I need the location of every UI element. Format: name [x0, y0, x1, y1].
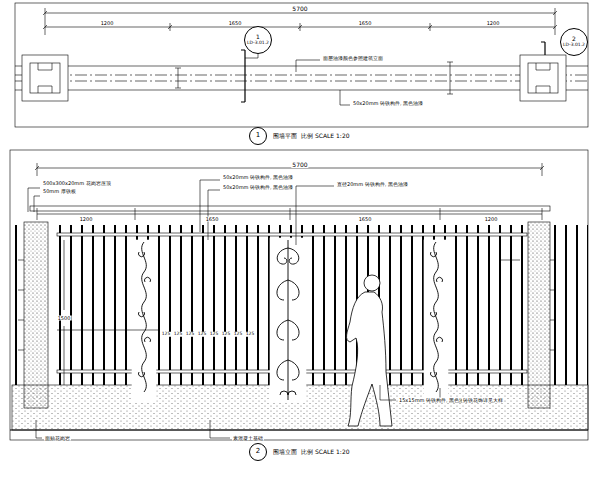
plan-view [15, 3, 588, 127]
callout-circle: 1LD-3.01.2 [244, 26, 272, 54]
drawing-label: 125 [197, 332, 208, 337]
drawing-label: 5700 [291, 162, 308, 168]
drawing-label: 1500 [57, 316, 72, 321]
drawing-label: 125 [185, 332, 196, 337]
drawing-label: 125 [161, 332, 172, 337]
drawing-label: 125 [173, 332, 184, 337]
drawing-label: 50x20mm 铸铁构件, 黑色油漆 [352, 101, 424, 106]
drawing-label: 素混凝土基础 [232, 436, 264, 441]
drawing-label: 500x300x20mm 花岗岩压顶 [42, 181, 112, 186]
drawing-label: 面层油漆颜色参照建筑立面 [322, 56, 384, 61]
drawing-label: 直径20mm 铸铁构件, 黑色油漆 [336, 182, 409, 187]
drawing-label: 125 [245, 332, 256, 337]
drawing-label: 50mm 厚铁板 [42, 189, 77, 194]
callout-text: 2 [256, 448, 260, 455]
drawing-label: 1650 [358, 217, 373, 222]
drawing-label: 125 [221, 332, 232, 337]
callout-circle: 2LD-3.01.2 [560, 28, 588, 56]
drawing-label: 50x20mm 铸铁构件, 黑色油漆 [222, 175, 294, 180]
human-figure [347, 275, 392, 426]
callout-text: 1 [256, 132, 260, 139]
drawing-label: 1200 [100, 21, 115, 26]
drawing-label: 15x15mm 铸铁构件, 黑色油漆 [398, 398, 470, 403]
drawing-label: 围墙立面 [272, 449, 298, 455]
drawing-label: 铸铁花饰详见大样 [462, 398, 504, 403]
callout-circle: 2 [249, 443, 267, 461]
callout-text: LD-3.01.2 [563, 43, 585, 48]
drawing-label: 1200 [484, 217, 499, 222]
drawing-label: 比例 SCALE 1:20 [300, 133, 351, 139]
drawing-label: 1650 [205, 217, 220, 222]
drawing-label: 50x20mm 铸铁构件, 黑色油漆 [222, 185, 294, 190]
drawing-label: 1650 [358, 21, 373, 26]
drawing-label: 1200 [79, 217, 94, 222]
drawing-label: 125 [233, 332, 244, 337]
drawing-label: 5700 [291, 6, 308, 12]
callout-text: LD-3.01.2 [247, 41, 269, 46]
drawing-label: 125 [209, 332, 220, 337]
drawing-label: 比例 SCALE 1:20 [300, 449, 351, 455]
elevation-view [10, 150, 588, 440]
drawing-label: 面贴花岗岩 [44, 436, 71, 441]
drawing-label: 围墙平面 [272, 133, 298, 139]
drawing-label: 1200 [486, 21, 501, 26]
callout-circle: 1 [249, 127, 267, 145]
drawing-label: 1650 [228, 21, 243, 26]
